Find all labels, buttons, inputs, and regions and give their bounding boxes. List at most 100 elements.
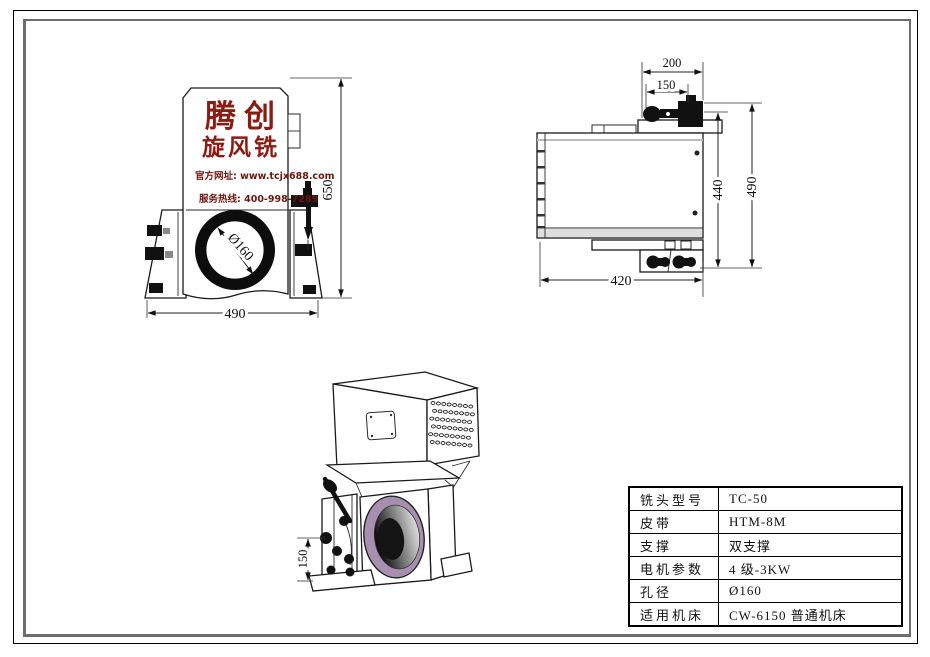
shaft-pin <box>666 112 670 116</box>
table-row: 支撑 双支撑 <box>628 533 903 557</box>
vent-hole <box>467 420 473 425</box>
plate-screw <box>369 415 373 419</box>
vent-hole <box>449 434 455 439</box>
vent-hole <box>455 434 461 439</box>
vent-holes <box>428 401 475 448</box>
plate-screw <box>390 432 394 436</box>
vent-hole <box>469 412 475 417</box>
dim-bracket-width-label: 200 <box>663 56 682 70</box>
vent-hole <box>445 441 451 446</box>
tool-rod <box>306 207 311 227</box>
plate-key <box>664 240 676 250</box>
vent-hole <box>465 435 471 440</box>
vent-hole <box>462 404 468 408</box>
spec-label: 孔径 <box>628 579 719 603</box>
roller-link <box>679 258 691 266</box>
table-row: 适用机床 CW-6150 普通机床 <box>628 602 903 627</box>
dim-overall-height-label: 650 <box>321 180 336 201</box>
vent-hole <box>429 416 435 421</box>
vent-hole <box>468 404 474 409</box>
sheet-border-outer <box>13 10 918 644</box>
vent-hole <box>440 417 446 422</box>
vent-hole <box>462 443 468 447</box>
side-body <box>536 132 704 239</box>
table-row: 电机参数 4 级-3KW <box>628 556 903 580</box>
iso-gusset-a <box>451 460 471 467</box>
roller <box>643 106 661 122</box>
spec-label: 皮带 <box>628 510 719 534</box>
vent-hole <box>441 402 447 406</box>
screw-dot <box>694 150 700 156</box>
clamp-block <box>295 244 312 256</box>
side-view: 200 150 440 490 420 <box>536 56 763 297</box>
vent-hole <box>450 418 456 423</box>
vent-hole <box>428 432 434 437</box>
vent-hole <box>434 417 440 422</box>
vent-hole <box>451 442 457 446</box>
spec-value: HTM-8M <box>718 510 903 534</box>
vent-hole <box>446 402 452 407</box>
vent-hole <box>429 440 435 444</box>
brand-website: 官方网址: www.tcjx688.com <box>195 170 335 182</box>
vent-hole <box>457 403 463 408</box>
vent-hole <box>452 426 458 431</box>
tool-holder-cap2 <box>305 181 311 188</box>
vent-hole <box>467 443 473 448</box>
vent-hole <box>464 411 470 416</box>
dim-lever-span-label: 150 <box>296 550 310 569</box>
spec-label: 电机参数 <box>628 556 719 580</box>
spec-value: Ø160 <box>718 579 903 603</box>
sheet-border-inner <box>23 19 911 637</box>
side-left-ticks <box>537 150 545 229</box>
tool-holder-bar <box>291 195 318 207</box>
lever-ball <box>339 516 349 526</box>
iso-gusset-b <box>452 460 471 489</box>
front-view: Ø160 腾创 旋风铣 官方网址: www.tcjx688.com 服务热线: … <box>144 77 352 325</box>
vent-hole <box>436 424 442 429</box>
dim-overall-height-side-label: 490 <box>745 177 760 198</box>
roller-link <box>653 258 665 266</box>
vent-hole <box>448 410 454 415</box>
vent-hole <box>453 410 459 415</box>
vent-hole <box>435 401 441 406</box>
side-body-bottomband <box>538 229 702 237</box>
iso-neck-left <box>355 482 363 498</box>
vent-hole <box>440 441 446 445</box>
brand-title: 腾创 <box>205 99 283 135</box>
iso-front-plate <box>365 410 397 441</box>
roller-block <box>678 101 703 127</box>
vent-hole <box>456 442 462 447</box>
brand-hotline: 服务热线: 400-998-7289 <box>199 193 318 205</box>
spec-value: 双支撑 <box>718 533 903 557</box>
clamp-block <box>147 225 162 236</box>
vent-hole <box>432 408 438 413</box>
vent-hole <box>433 432 439 437</box>
vent-hole <box>441 425 447 430</box>
iso-bore-depth <box>377 518 405 560</box>
spec-table: 铣头型号 TC-50 皮带 HTM-8M 支撑 双支撑 电机参数 4 级-3KW… <box>628 486 903 627</box>
dim-inner-height-label: 440 <box>711 180 726 201</box>
clamp-washer <box>165 251 173 258</box>
dim-base-width-label: 490 <box>225 307 246 322</box>
pivot-knob <box>320 532 332 544</box>
pivot-knob <box>326 565 336 575</box>
vent-hole <box>460 435 466 440</box>
vent-hole <box>447 425 453 430</box>
pivot-knob <box>344 554 354 564</box>
vent-hole <box>435 440 441 445</box>
spec-label: 支撑 <box>628 533 719 557</box>
spec-value: TC-50 <box>718 486 903 511</box>
iso-head-foot <box>440 552 473 578</box>
vent-hole <box>430 401 436 405</box>
table-row: 皮带 HTM-8M <box>628 510 903 534</box>
vent-hole <box>461 419 467 424</box>
pivot-knob <box>332 546 342 556</box>
clamp-washer <box>163 228 170 234</box>
roller-block-cap <box>686 95 696 102</box>
iso-flange <box>324 460 462 484</box>
vent-hole <box>442 409 448 414</box>
spec-label: 适用机床 <box>628 602 719 627</box>
vent-hole <box>468 427 474 432</box>
